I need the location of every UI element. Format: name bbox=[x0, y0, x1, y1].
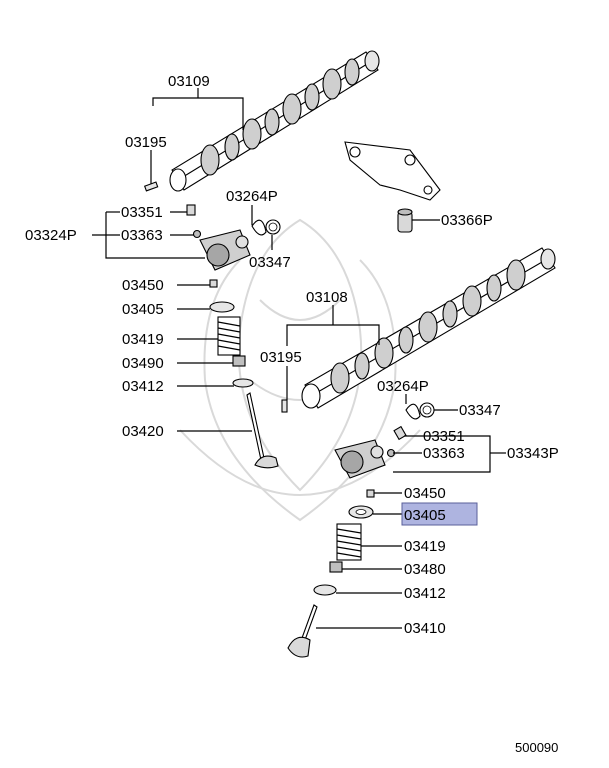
highlighted-part-box bbox=[401, 502, 478, 526]
intake-camshaft bbox=[169, 50, 380, 192]
part-label[interactable]: 03351 bbox=[423, 428, 465, 445]
diagram-code: 500090 bbox=[515, 740, 558, 755]
part-label[interactable]: 03366P bbox=[441, 212, 493, 229]
intake-vvt-actuator bbox=[199, 229, 251, 271]
part-label[interactable]: 03195 bbox=[125, 134, 167, 151]
part-label[interactable]: 03419 bbox=[404, 538, 446, 555]
intake-nut bbox=[192, 229, 202, 239]
part-label[interactable]: 03480 bbox=[404, 561, 446, 578]
part-label[interactable]: 03108 bbox=[306, 289, 348, 306]
part-label[interactable]: 03324P bbox=[25, 227, 77, 244]
intake-thrust-disc bbox=[265, 219, 281, 235]
exhaust-camshaft bbox=[301, 247, 556, 409]
part-label[interactable]: 03412 bbox=[404, 585, 446, 602]
intake-wave-washer bbox=[251, 219, 267, 236]
leader-lines bbox=[92, 88, 506, 629]
part-label-highlighted[interactable]: 03405 bbox=[404, 507, 446, 524]
rocker-bridge bbox=[344, 141, 441, 201]
exhaust-valve bbox=[287, 604, 318, 658]
part-label[interactable]: 03410 bbox=[404, 620, 446, 637]
exhaust-thrust-disc bbox=[419, 402, 435, 418]
part-label[interactable]: 03351 bbox=[121, 204, 163, 221]
exhaust-spring-seat bbox=[348, 505, 374, 519]
camshaft-lobes bbox=[330, 259, 526, 394]
exhaust-wave-washer bbox=[405, 403, 421, 420]
camshaft-lobes bbox=[200, 58, 360, 176]
part-label[interactable]: 03405 bbox=[122, 301, 164, 318]
intake-dowel-pin bbox=[143, 181, 159, 192]
exhaust-valve-spring bbox=[336, 523, 362, 561]
intake-bolt bbox=[186, 204, 196, 216]
part-label[interactable]: 03109 bbox=[168, 73, 210, 90]
part-label[interactable]: 03347 bbox=[249, 254, 291, 271]
intake-stem-seal bbox=[232, 355, 246, 367]
exhaust-dowel-pin bbox=[281, 399, 288, 413]
part-label[interactable]: 03264P bbox=[377, 378, 429, 395]
exhaust-vvt-actuator bbox=[334, 439, 386, 479]
part-label[interactable]: 03264P bbox=[226, 188, 278, 205]
intake-valve-keeper bbox=[209, 279, 218, 288]
intake-valve-spring bbox=[217, 316, 241, 356]
exhaust-bolt bbox=[393, 425, 407, 441]
part-labels: 03109 03195 03264P 03347 03351 03324P 03… bbox=[25, 73, 559, 637]
part-label[interactable]: 03343P bbox=[507, 445, 559, 462]
part-label[interactable]: 03419 bbox=[122, 331, 164, 348]
exhaust-stem-seal bbox=[329, 561, 343, 573]
part-label[interactable]: 03363 bbox=[121, 227, 163, 244]
part-label[interactable]: 03195 bbox=[260, 349, 302, 366]
exhaust-valve-keeper bbox=[366, 489, 375, 498]
intake-lower-seat bbox=[232, 378, 254, 388]
intake-valve bbox=[246, 392, 279, 469]
part-label[interactable]: 03450 bbox=[404, 485, 446, 502]
part-label[interactable]: 03347 bbox=[459, 402, 501, 419]
exhaust-lower-seat bbox=[313, 584, 337, 596]
part-label[interactable]: 03412 bbox=[122, 378, 164, 395]
part-label[interactable]: 03363 bbox=[423, 445, 465, 462]
part-label[interactable]: 03490 bbox=[122, 355, 164, 372]
hydraulic-lifter bbox=[397, 208, 413, 233]
part-label[interactable]: 03420 bbox=[122, 423, 164, 440]
intake-spring-seat bbox=[209, 301, 235, 313]
part-label[interactable]: 03450 bbox=[122, 277, 164, 294]
